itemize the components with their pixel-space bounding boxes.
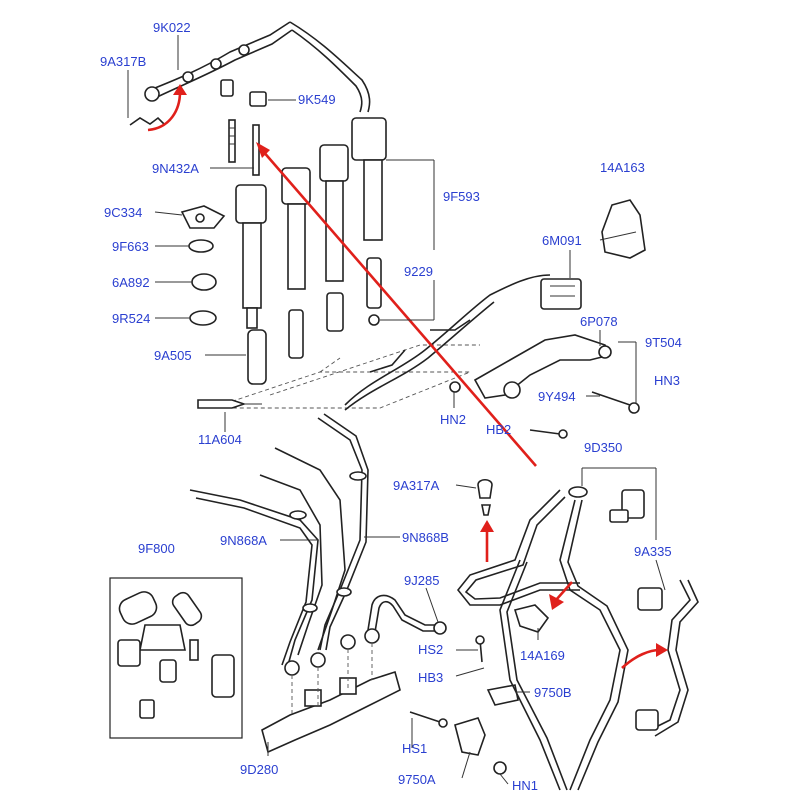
- label-6p078: 6P078: [580, 314, 618, 329]
- harness-9a335: [635, 579, 699, 737]
- label-9j285: 9J285: [404, 573, 439, 588]
- clamp-9c334: [180, 205, 226, 229]
- label-9a317a: 9A317A: [393, 478, 440, 493]
- label-hs1: HS1: [402, 741, 427, 756]
- injector-2: [281, 167, 311, 359]
- seal-9r524: [189, 310, 217, 326]
- fuel-lines-9d350: [456, 486, 629, 791]
- sleeve-9a505: [247, 329, 267, 385]
- washer-9f663: [188, 239, 214, 253]
- glow-plug-11a604: [197, 399, 262, 409]
- clip-14a169: [513, 604, 550, 633]
- label-9n868b: 9N868B: [402, 530, 449, 545]
- label-9f663: 9F663: [112, 239, 149, 254]
- studs-9n432a: [228, 119, 260, 176]
- label-9a317b: 9A317B: [100, 54, 146, 69]
- label-hn2: HN2: [440, 412, 466, 427]
- hp-fuel-pipes: [189, 413, 369, 666]
- bracket-9750b: [486, 684, 519, 706]
- label-6a892: 6A892: [112, 275, 150, 290]
- fuel-rail-9d280: [261, 628, 401, 754]
- label-9y494: 9Y494: [538, 389, 576, 404]
- injector-1: [235, 184, 267, 329]
- label-hs2: HS2: [418, 642, 443, 657]
- nut-hn1: [493, 761, 507, 775]
- label-hn1: HN1: [512, 778, 538, 793]
- label-14a163: 14A163: [600, 160, 645, 175]
- label-9229: 9229: [404, 264, 433, 279]
- washer-6a892: [191, 273, 217, 291]
- label-9d350: 9D350: [584, 440, 622, 455]
- label-9c334: 9C334: [104, 205, 142, 220]
- injector-3: [319, 144, 349, 332]
- label-9a505: 9A505: [154, 348, 192, 363]
- injector-harness: [344, 274, 582, 411]
- label-9r524: 9R524: [112, 311, 150, 326]
- label-9k022: 9K022: [153, 20, 191, 35]
- nut-9k549: [220, 79, 267, 107]
- label-9n868a: 9N868A: [220, 533, 267, 548]
- bracket-9750a: [454, 717, 486, 756]
- injector-4: [351, 117, 387, 326]
- label-hn3: HN3: [654, 373, 680, 388]
- harness-bracket-6p078: [473, 334, 612, 399]
- pipe-9j285: [367, 594, 447, 635]
- red-arrows: [147, 84, 668, 669]
- label-14a169: 14A169: [520, 648, 565, 663]
- bolt-hs2: [475, 635, 485, 663]
- label-9d280: 9D280: [240, 762, 278, 777]
- bolt-hb2: [529, 429, 568, 439]
- label-9t504: 9T504: [645, 335, 682, 350]
- label-9750b: 9750B: [534, 685, 572, 700]
- bolt-hs1: [409, 711, 448, 728]
- label-11a604: 11A604: [198, 432, 242, 447]
- label-9a335: 9A335: [634, 544, 672, 559]
- leader-lines: [127, 35, 666, 785]
- clip-9a317a: [477, 478, 493, 516]
- label-hb3: HB3: [418, 670, 443, 685]
- engine-outline: [211, 344, 480, 409]
- label-hb2: HB2: [486, 422, 511, 437]
- label-9f593: 9F593: [443, 189, 480, 204]
- bolt-9y494: [591, 391, 640, 414]
- fuel-temp-sensor: [609, 489, 645, 523]
- fuel-return-rail: [129, 21, 371, 126]
- label-6m091: 6M091: [542, 233, 582, 248]
- label-9750a: 9750A: [398, 772, 436, 787]
- label-9f800: 9F800: [138, 541, 175, 556]
- sensor-14a163: [601, 199, 646, 259]
- label-9n432a: 9N432A: [152, 161, 199, 176]
- kit-9f800: [109, 577, 243, 739]
- label-9k549: 9K549: [298, 92, 336, 107]
